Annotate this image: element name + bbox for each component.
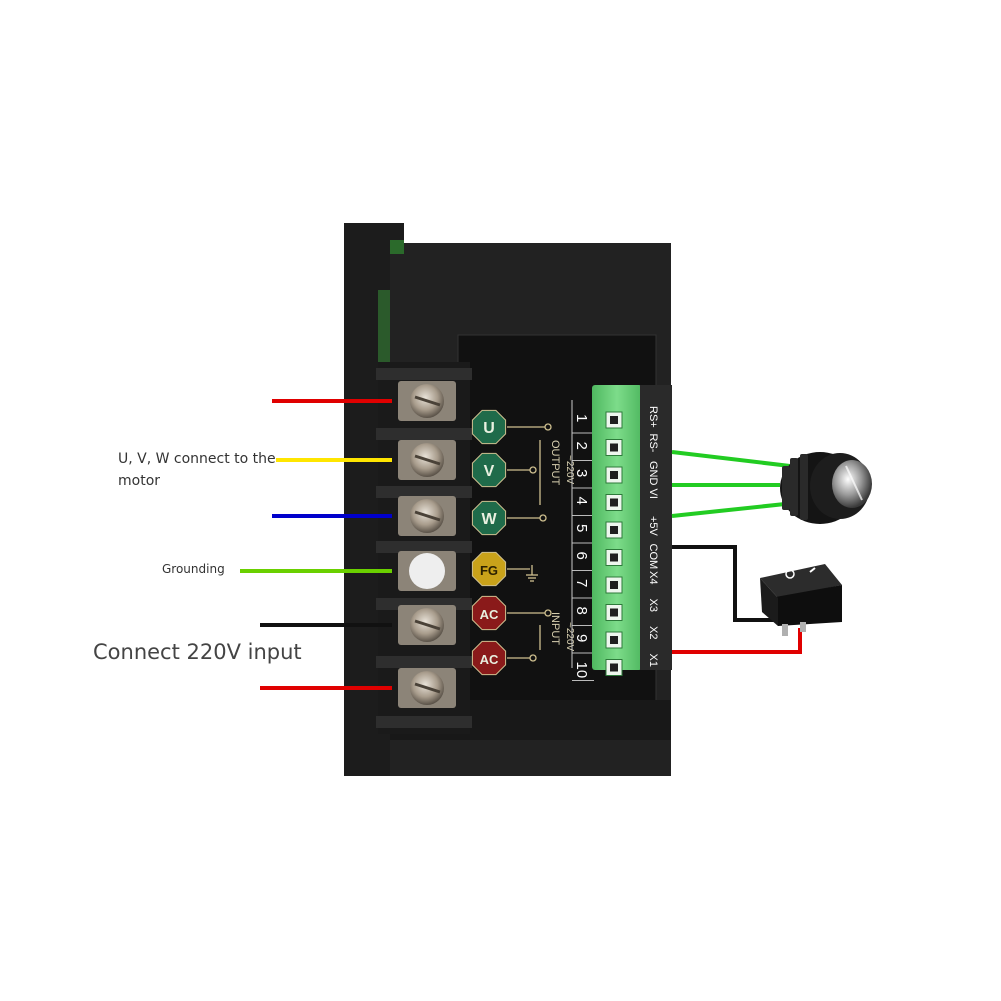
input-callout: Connect 220V input — [93, 640, 302, 664]
terminal-screw-icon — [398, 381, 456, 421]
input-voltage-label: ~220V — [564, 622, 575, 652]
wire-gnd-pot — [671, 450, 791, 468]
pin-name: RS+ — [647, 406, 659, 428]
terminal-badge: AC — [471, 640, 507, 676]
pin-number: 3 — [573, 469, 590, 477]
terminal-screw-icon — [398, 440, 456, 480]
pin-number: 1 — [573, 414, 590, 422]
terminal-badge-label: W — [481, 511, 497, 528]
terminal-badge-label: U — [483, 420, 495, 437]
pin-number: 8 — [573, 607, 590, 615]
pin-name: X2 — [647, 626, 659, 639]
terminal-badge-label: V — [484, 463, 495, 480]
grounding-callout: Grounding — [162, 562, 225, 576]
terminal-barrier — [376, 428, 472, 440]
uvw-callout-line1: U, V, W connect to the — [118, 451, 276, 467]
pin-name: +5V — [647, 516, 659, 537]
connector-pin-hole — [605, 659, 623, 676]
connector-pin-hole — [605, 576, 623, 594]
pin-name: GND — [647, 461, 659, 486]
pin-number: 5 — [573, 524, 590, 532]
output-voltage-label: ~220V — [564, 455, 575, 485]
connector-pin-hole — [605, 521, 623, 539]
pin-number: 7 — [573, 579, 590, 587]
uvw-callout: U, V, W connect to the motor — [118, 448, 278, 492]
connector-pin-hole — [605, 411, 623, 429]
pin-name: X3 — [647, 599, 659, 612]
signal-wires — [671, 450, 802, 654]
output-label: OUTPUT — [549, 440, 561, 486]
input-output-wires — [240, 399, 392, 690]
connector-pin-hole — [605, 549, 623, 566]
power-terminal-strip — [376, 362, 472, 734]
rocker-switch-icon — [760, 564, 842, 636]
terminal-badge: U — [471, 409, 507, 445]
terminal-screw-icon — [398, 605, 456, 645]
terminal-screw-icon — [398, 668, 456, 708]
terminal-badges: U V W FG AC AC — [471, 409, 507, 676]
pin-name: RS- — [647, 434, 659, 453]
terminal-barrier — [376, 541, 472, 553]
terminal-barrier — [376, 368, 472, 380]
terminal-badge: FG — [471, 551, 507, 587]
input-label: INPUT — [549, 612, 561, 645]
terminal-barrier — [376, 486, 472, 498]
wire-5v-pot — [671, 502, 786, 518]
pin-name: VI — [647, 489, 659, 499]
uvw-callout-line2: motor — [118, 473, 161, 489]
wire-x1-switch — [672, 628, 802, 654]
potentiometer-knob-icon — [780, 452, 872, 524]
terminal-barrier — [376, 716, 472, 728]
ground-symbol-icon — [526, 565, 538, 582]
badge-leads — [507, 423, 552, 662]
terminal-badge-label: AC — [480, 607, 499, 622]
pin-name: X1 — [647, 654, 659, 667]
terminal-screw-icon — [398, 496, 456, 536]
pin-number: 9 — [573, 634, 590, 642]
signal-connector — [592, 385, 672, 676]
connector-pin-hole — [605, 604, 623, 621]
terminal-badge: V — [471, 452, 507, 488]
pin-number: 2 — [573, 442, 590, 450]
pin-number-column: 1 2 3 4 5 6 7 8 9 10 — [572, 414, 594, 681]
terminal-badge: W — [471, 500, 507, 536]
pin-name: X4 — [647, 571, 659, 584]
terminal-badge-label: FG — [480, 563, 498, 578]
connector-pin-hole — [605, 494, 623, 511]
pin-number: 6 — [573, 552, 590, 560]
connector-pin-hole — [605, 466, 623, 484]
terminal-badge: AC — [471, 595, 507, 631]
connector-pin-hole — [605, 631, 623, 649]
terminal-screw-icon — [398, 551, 456, 591]
terminal-barrier — [376, 656, 472, 668]
pin-number: 10 — [573, 662, 590, 679]
wire-com-switch — [672, 545, 780, 622]
pin-number: 4 — [573, 497, 590, 505]
terminal-badge-label: AC — [480, 652, 499, 667]
connector-pin-hole — [605, 439, 623, 456]
pin-name: COM — [647, 544, 659, 570]
